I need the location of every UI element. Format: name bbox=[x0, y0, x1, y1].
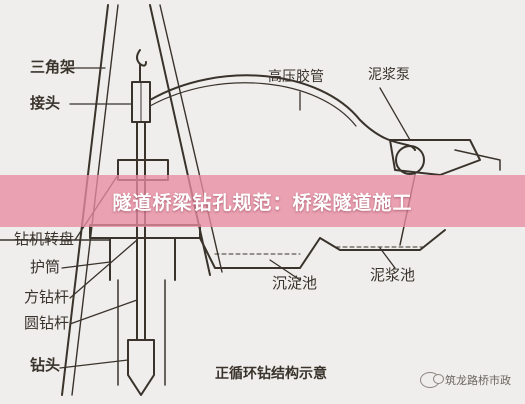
leader-mud-tank bbox=[379, 247, 396, 269]
leader-pump bbox=[379, 87, 411, 141]
leader-settling bbox=[269, 259, 301, 281]
leader-casing bbox=[61, 261, 111, 269]
drill-bit bbox=[127, 339, 155, 396]
label-mud-pump: 泥浆泵 bbox=[368, 67, 410, 83]
label-mud-tank: 泥浆池 bbox=[370, 266, 416, 284]
tripod-leg-right-inner bbox=[159, 4, 223, 273]
mud-tank bbox=[319, 229, 446, 251]
wechat-icon bbox=[420, 372, 444, 388]
title-banner: 隧道桥梁钻孔规范：桥梁隧道施工 bbox=[0, 175, 525, 227]
label-drill-bit: 钻头 bbox=[30, 356, 61, 374]
leader-round-rod bbox=[69, 299, 138, 325]
label-drill-turntable: 钻机转盘 bbox=[14, 230, 75, 248]
settling-tank bbox=[199, 237, 321, 269]
pump-wheel bbox=[395, 145, 425, 175]
leader-square-rod bbox=[69, 239, 138, 299]
label-high-pressure-hose: 高压胶管 bbox=[268, 69, 324, 85]
casing bbox=[109, 237, 176, 281]
diagram-caption: 正循环钻结构示意 bbox=[215, 366, 327, 382]
label-joint: 接头 bbox=[30, 94, 61, 112]
watermark: 筑龙路桥市政 bbox=[420, 372, 511, 388]
label-round-drill-rod: 圆钻杆 bbox=[24, 314, 70, 332]
label-square-drill-rod: 方钻杆 bbox=[24, 288, 70, 306]
label-tripod: 三角架 bbox=[30, 58, 76, 76]
watermark-text: 筑龙路桥市政 bbox=[445, 374, 511, 387]
banner-title: 隧道桥梁钻孔规范：桥梁隧道施工 bbox=[112, 191, 413, 214]
mud-pump bbox=[389, 139, 481, 176]
label-casing: 护筒 bbox=[30, 258, 61, 276]
high-pressure-hose bbox=[149, 74, 416, 151]
leader-bit bbox=[59, 359, 129, 369]
label-settling-tank: 沉淀池 bbox=[272, 274, 318, 292]
hook bbox=[136, 49, 147, 67]
